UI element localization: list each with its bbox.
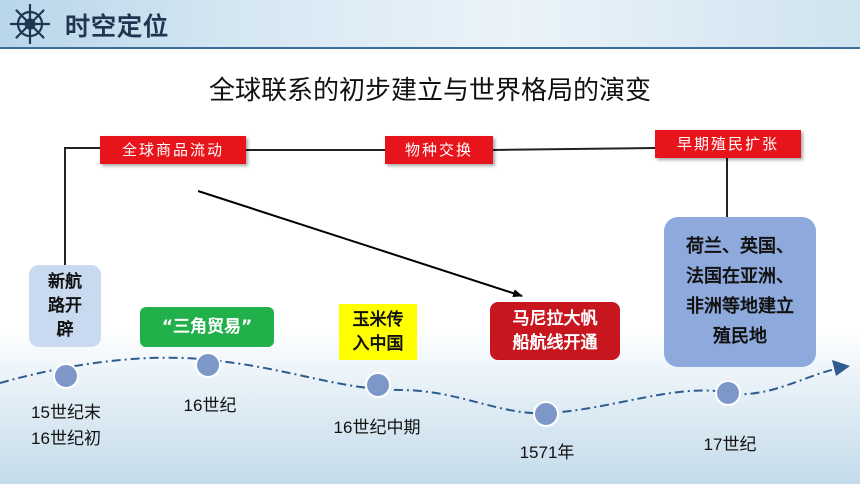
timeline-node xyxy=(533,401,559,427)
ship-wheel-icon xyxy=(8,2,52,46)
time-label: 17世纪 xyxy=(703,435,757,454)
time-label: 1571年 xyxy=(519,443,575,462)
event-triangle-trade: “三角贸易” xyxy=(140,307,274,347)
timeline-node xyxy=(365,372,391,398)
label-global-goods: 全球商品流动 xyxy=(100,136,246,164)
header-divider xyxy=(0,47,860,49)
timeline-node xyxy=(195,352,221,378)
connector-2-3 xyxy=(491,147,656,151)
event-colonies: 荷兰、英国、法国在亚洲、非洲等地建立殖民地 xyxy=(664,217,816,367)
timeline-node xyxy=(53,363,79,389)
event-maize-china: 玉米传入中国 xyxy=(339,304,417,360)
header-title: 时空定位 xyxy=(65,12,170,41)
time-label: 16世纪 xyxy=(183,396,237,415)
header-bar xyxy=(0,0,860,48)
label-colonial-expansion: 早期殖民扩张 xyxy=(655,130,801,158)
event-manila-galleon: 马尼拉大帆船航线开通 xyxy=(490,302,620,360)
timeline-arrow xyxy=(832,360,850,376)
event-new-sea-route: 新航路开辟 xyxy=(29,265,101,347)
diagram-title: 全球联系的初步建立与世界格局的演变 xyxy=(208,76,651,106)
connector-left xyxy=(64,147,103,265)
arrow-to-manila xyxy=(197,190,523,298)
time-label: 16世纪中期 xyxy=(333,418,421,437)
label-species-exchange: 物种交换 xyxy=(385,136,493,164)
timeline-node xyxy=(715,380,741,406)
